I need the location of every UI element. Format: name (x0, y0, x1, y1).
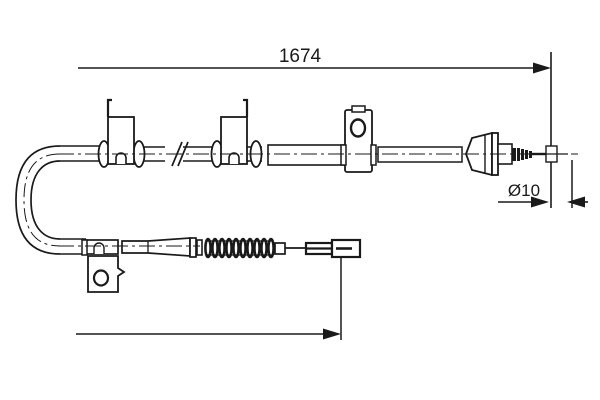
dimension-label-diameter: Ø10 (508, 181, 540, 200)
hook-bracket-left-saddle (115, 152, 127, 164)
hook-bracket-right-saddle (228, 152, 240, 164)
spring-coil-5 (232, 237, 240, 259)
spring-coil-9 (260, 237, 268, 259)
thread-ring-1 (512, 148, 516, 161)
spring-coil-1 (204, 237, 212, 259)
hook-bracket-right (220, 98, 249, 165)
u-bend-outer-edge (15, 145, 61, 255)
spring-coil-3 (218, 237, 226, 259)
break-symbol-slash-2 (177, 141, 189, 167)
lower-ferrule-2 (196, 239, 203, 256)
mounting-bracket-collar-left (340, 144, 347, 166)
spring-coil-2 (211, 237, 219, 259)
diameter-dimension: Ø10 (498, 160, 588, 208)
dimension-arrowhead-right (533, 62, 551, 74)
u-bend-inner-edge (30, 160, 61, 240)
lower-tapered-sheath (121, 237, 191, 257)
sheath-thick-section (267, 144, 345, 166)
mounting-bracket-with-hole (340, 105, 377, 173)
mounting-bracket-collar-right (370, 144, 377, 166)
hook-bracket-left-hook (106, 98, 112, 117)
coil-spring-guide (204, 237, 275, 259)
spring-coil-6 (239, 237, 247, 259)
spring-coil-7 (246, 237, 254, 259)
spring-end-collar (274, 242, 286, 255)
spring-coil-10 (267, 237, 275, 259)
sensor-bracket-hole (92, 269, 110, 287)
spring-coil-4 (225, 237, 233, 259)
lower-cable-assembly (58, 237, 362, 340)
upper-cable-assembly (58, 98, 578, 177)
lower-sheath-taper-body (121, 237, 191, 257)
diameter-arrowhead-right (567, 196, 585, 208)
diameter-arrowhead-left (531, 196, 549, 208)
cable-u-bend (15, 145, 61, 255)
overall-length-dimension: 1674 (78, 46, 552, 208)
sensor-bracket-end-collar (81, 239, 88, 256)
mounting-bracket-tab (351, 105, 366, 113)
mounting-bracket-hole (349, 118, 367, 138)
dimension-label-overall-length: 1674 (279, 46, 322, 67)
lower-run-dimension (76, 328, 341, 340)
clevis-terminal (304, 238, 362, 259)
spring-coil-8 (253, 237, 261, 259)
hook-bracket-right-hook (243, 98, 249, 117)
hook-bracket-left (106, 98, 135, 165)
sensor-bracket-saddle (93, 242, 105, 254)
lower-ferrule-1 (189, 237, 197, 258)
sensor-bracket-with-hole (81, 239, 126, 293)
dimension-arrowhead-lower-run (323, 328, 341, 340)
